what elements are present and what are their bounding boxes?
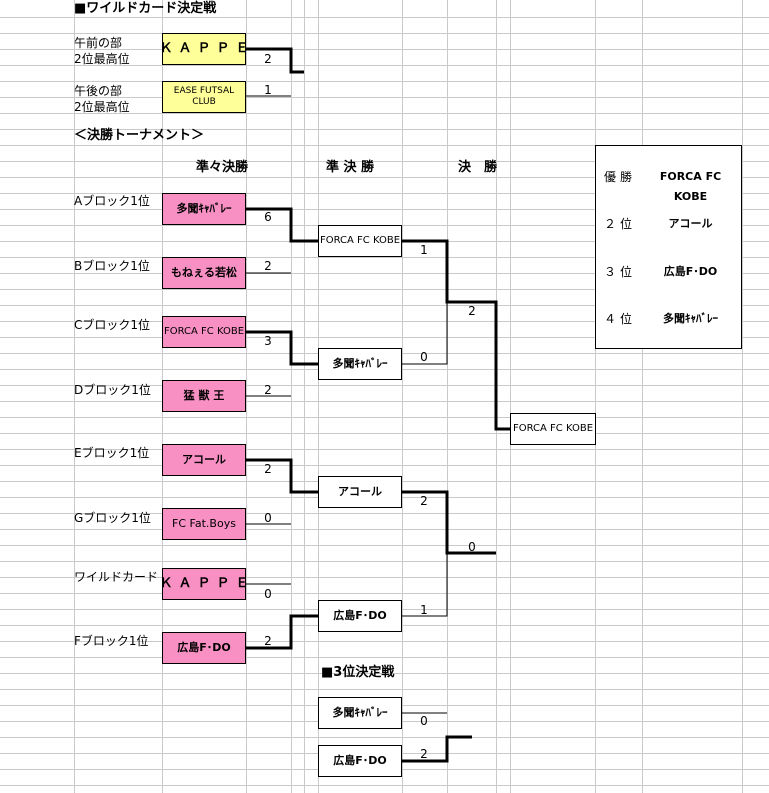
qf-score-g: 0 [264,511,272,525]
qf-label-g: Gブロック1位 [74,511,151,525]
qf-label-f: Fブロック1位 [74,634,149,648]
result-team: 広島F･DO [663,265,718,278]
sf-team-4: 広島F･DO [318,600,402,632]
bracket-line [246,331,318,365]
sf-score-3: 2 [420,494,428,508]
bracket-line [246,614,318,650]
header-semifinal: 準 決 勝 [326,160,375,175]
wildcard-team-ease-line1: EASE FUTSAL [173,86,235,96]
wildcard-score-ease: 1 [264,83,272,97]
bracket-line [402,553,448,617]
qf-label-wildcard: ワイルドカード [74,570,159,584]
qf-score-c: 3 [264,334,272,348]
results-table: 優勝 FORCA FC KOBE ２位 アコール ３位 広島F･DO ４位 多聞… [595,145,742,349]
header-final: 決 勝 [458,160,498,175]
qf-team-f: 広島F･DO [162,632,246,664]
result-position: ３位 [603,265,636,279]
qf-team-c: FORCA FC KOBE [162,316,246,348]
wildcard-team-ease-line2: CLUB [192,97,216,107]
sf-score-1: 1 [420,243,428,257]
wildcard-label-pm: 午後の部 [74,84,123,98]
sf-score-4: 1 [420,603,428,617]
qf-score-d: 2 [264,383,272,397]
wildcard-title: ■ワイルドカード決定戦 [74,1,217,16]
qf-score-f: 2 [264,634,272,648]
wildcard-team-ease: EASE FUTSAL CLUB [162,81,246,113]
bracket-line [246,207,318,243]
result-position: 優勝 [603,170,636,184]
qf-team-a: 多聞ｷｬﾊﾞﾚｰ [162,193,246,225]
header-quarterfinal: 準々決勝 [196,160,249,175]
qf-score-b: 2 [264,259,272,273]
bracket-line [402,302,448,365]
wildcard-label-am: 午前の部 [74,36,123,50]
sf-team-1: FORCA FC KOBE [318,225,402,257]
qf-team-d: 猛 獣 王 [162,380,246,412]
qf-score-a: 6 [264,210,272,224]
result-team: 多聞ｷｬﾊﾞﾚｰ [663,312,718,325]
bracket-line [246,47,304,74]
qf-team-g: FC Fat.Boys [162,508,246,540]
bracket-line [246,330,318,366]
result-row-2: ２位 アコール [596,214,741,234]
qf-label-b: Bブロック1位 [74,259,150,273]
third-score-2: 2 [420,747,428,761]
bracket-line [246,458,318,494]
bracket-line [402,490,496,555]
result-team: アコール [668,217,713,230]
final-score-bottom: 0 [468,540,476,554]
wildcard-label-pm-rank: 2位最高位 [74,100,130,114]
final-score-top: 2 [468,304,476,318]
result-row-1: 優勝 FORCA FC KOBE [596,167,741,203]
champion-box: FORCA FC KOBE [510,413,596,445]
third-place-title: ■3位決定戦 [321,665,395,680]
third-team-2: 広島F･DO [318,745,402,777]
bracket-line [402,239,510,431]
third-score-1: 0 [420,714,428,728]
wildcard-team-kappe: ＫＡＰＰＥ [162,33,246,65]
qf-label-d: Dブロック1位 [74,383,151,397]
qf-score-wildcard: 0 [264,587,272,601]
sf-team-2: 多聞ｷｬﾊﾞﾚｰ [318,348,402,380]
qf-team-e: アコール [162,444,246,476]
qf-team-wildcard: ＫＡＰＰＥ [162,568,246,600]
wildcard-label-am-rank: 2位最高位 [74,52,130,66]
qf-label-a: Aブロック1位 [74,194,150,208]
sf-team-3: アコール [318,476,402,508]
result-row-4: ４位 多聞ｷｬﾊﾞﾚｰ [596,309,741,329]
result-position: ４位 [603,312,636,326]
tournament-title: ＜決勝トーナメント＞ [74,128,205,143]
sf-score-2: 0 [420,350,428,364]
qf-team-b: もねぇる若松 [162,257,246,289]
result-row-3: ３位 広島F･DO [596,262,741,282]
result-team: FORCA FC KOBE [659,170,722,203]
qf-label-c: Cブロック1位 [74,318,151,332]
wildcard-score-kappe: 2 [264,52,272,66]
bracket-line [402,735,472,763]
qf-label-e: Eブロック1位 [74,446,150,460]
third-team-1: 多聞ｷｬﾊﾞﾚｰ [318,697,402,729]
qf-score-e: 2 [264,462,272,476]
result-position: ２位 [603,217,636,231]
